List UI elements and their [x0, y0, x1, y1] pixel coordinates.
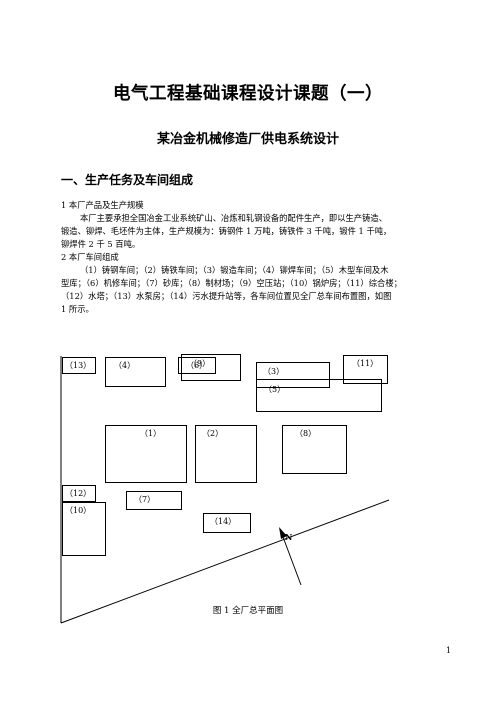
building-6: （6）	[178, 357, 216, 374]
building-3: （3）	[256, 362, 330, 388]
page-subtitle: 某冶金机械修造厂供电系统设计	[156, 132, 339, 147]
building-1: （1）	[105, 425, 187, 483]
north-arrow	[279, 527, 302, 586]
building-10: （10）	[62, 502, 106, 556]
section-heading: 一、生产任务及车间组成	[61, 173, 194, 187]
building-8: （8）	[282, 425, 347, 474]
item1-line-3: 铆焊件 2 千 5 百吨。	[61, 239, 141, 249]
figure-caption: 图 1 全厂总平面图	[212, 606, 284, 616]
item2-line-1: （1）铸钢车间；（2）铸铁车间；（3）锻造车间；（4）铆焊车间；（5）木型车间及…	[80, 265, 389, 275]
item2-line-2: 型库；（6）机修车间；（7）砂库；（8）制材场；（9）空压站；（10）锅炉房；（…	[61, 278, 402, 288]
item1-line-2: 锻造、铆焊、毛坯件为主体，生产规模为：铸钢件 1 万吨，铸铁件 3 千吨，锻件 …	[61, 226, 392, 236]
item2-heading: 2 本厂车间组成	[61, 252, 119, 262]
building-2: （2）	[195, 425, 257, 483]
building-4: （4）	[105, 357, 166, 387]
building-14: （14）	[203, 513, 251, 533]
north-label: N	[285, 532, 293, 542]
item2-line-4: 1 所示。	[61, 304, 94, 314]
page-title: 电气工程基础课程设计课题（一）	[113, 84, 383, 104]
building-11: （11）	[343, 355, 388, 384]
item1-line-1: 本厂主要承担全国冶金工业系统矿山、冶炼和轧钢设备的配件生产，即以生产铸造、	[80, 213, 387, 223]
building-5: （5）	[256, 379, 382, 412]
building-7: （7）	[126, 491, 182, 510]
building-13: （13）	[62, 357, 96, 374]
item2-line-3: （12）水塔；（13）水泵房；（14）污水提升站等，各车间位置见全厂总车间布置图…	[61, 291, 392, 301]
building-9: （9）	[181, 354, 241, 381]
item1-heading: 1 本厂产品及生产规模	[61, 200, 144, 210]
building-12: （12）	[62, 485, 96, 502]
page-number: 1	[446, 646, 452, 655]
